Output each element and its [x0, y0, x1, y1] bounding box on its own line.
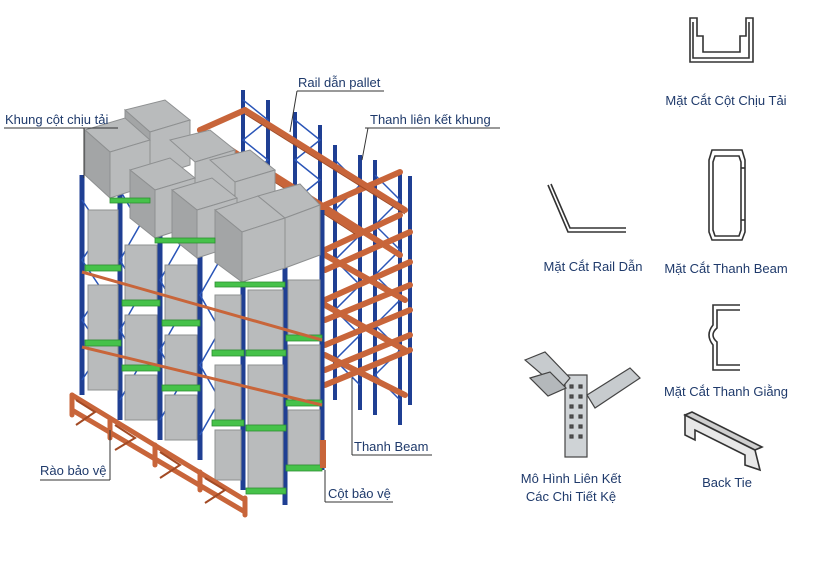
label-mat-cat-beam: Mặt Cắt Thanh Beam — [664, 261, 788, 276]
loaded-rack-section — [69, 99, 326, 518]
label-mo-hinh-line1: Mô Hình Liên Kết — [520, 471, 622, 486]
label-rao-bao-ve: Rào bảo vệ — [40, 463, 107, 478]
label-mat-cat-cot: Mặt Cắt Cột Chịu Tải — [665, 93, 787, 108]
empty-rack-section — [197, 90, 413, 425]
label-rail-pallet: Rail dẫn pallet — [298, 75, 381, 90]
back-tie-drawing — [683, 411, 764, 472]
leader-lines — [4, 90, 500, 503]
label-khung-cot: Khung cột chịu tải — [5, 112, 109, 127]
column-section-drawing — [689, 17, 754, 63]
brace-section-drawing — [708, 304, 740, 371]
connection-detail-drawing — [523, 351, 641, 458]
label-thanh-lien-ket: Thanh liên kết khung — [370, 112, 491, 127]
label-cot-bao-ve: Cột bảo vệ — [328, 486, 391, 501]
rail-section-drawing — [547, 183, 626, 233]
label-mat-cat-rail: Mặt Cắt Rail Dẫn — [543, 259, 643, 274]
label-thanh-beam: Thanh Beam — [354, 439, 429, 454]
label-back-tie: Back Tie — [702, 475, 752, 490]
label-mat-cat-giang: Mặt Cắt Thanh Giằng — [663, 384, 789, 399]
beam-section-drawing — [708, 149, 746, 241]
label-mo-hinh-line2: Các Chi Tiết Kệ — [525, 489, 617, 504]
